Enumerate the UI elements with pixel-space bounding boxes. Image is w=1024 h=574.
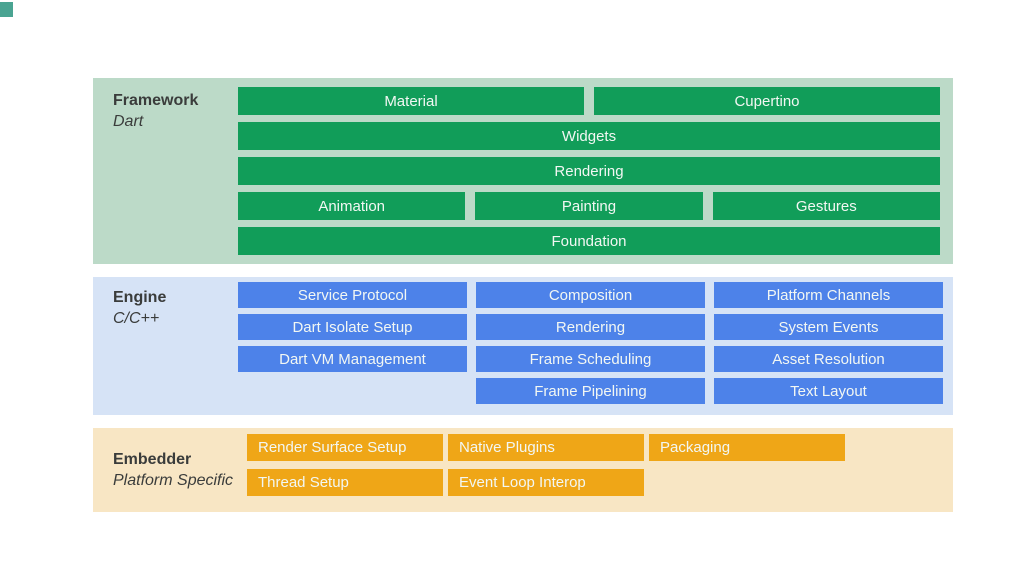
framework-row-2: Widgets	[238, 122, 940, 150]
block-dart-vm-management: Dart VM Management	[238, 346, 467, 372]
block-painting: Painting	[475, 192, 703, 220]
block-gestures: Gestures	[712, 192, 940, 220]
block-frame-pipelining: Frame Pipelining	[476, 378, 705, 404]
embedder-title: Embedder	[113, 451, 192, 468]
framework-label: Framework Dart	[113, 90, 198, 132]
block-composition: Composition	[476, 282, 705, 308]
framework-row-5: Foundation	[238, 227, 940, 255]
framework-row-4: Animation Painting Gestures	[238, 192, 940, 220]
embedder-label: Embedder Platform Specific	[113, 449, 233, 491]
embedder-blocks: Render Surface Setup Native Plugins Pack…	[247, 434, 845, 496]
engine-title: Engine	[113, 289, 167, 306]
block-render-surface-setup: Render Surface Setup	[247, 434, 443, 461]
block-cupertino: Cupertino	[594, 87, 940, 115]
embedder-subtitle: Platform Specific	[113, 472, 234, 489]
block-platform-channels: Platform Channels	[714, 282, 943, 308]
layer-framework-panel: Framework Dart Material Cupertino Widget…	[93, 78, 953, 264]
embedder-row-2: Thread Setup Event Loop Interop	[247, 469, 845, 496]
engine-label: Engine C/C++	[113, 287, 166, 329]
block-dart-isolate-setup: Dart Isolate Setup	[238, 314, 467, 340]
block-animation: Animation	[238, 192, 466, 220]
block-packaging: Packaging	[649, 434, 845, 461]
engine-blocks: Service Protocol Dart Isolate Setup Dart…	[238, 282, 943, 404]
block-native-plugins: Native Plugins	[448, 434, 644, 461]
block-rendering-engine: Rendering	[476, 314, 705, 340]
block-event-loop-interop: Event Loop Interop	[448, 469, 644, 496]
engine-subtitle: C/C++	[113, 310, 160, 327]
block-material: Material	[238, 87, 584, 115]
block-service-protocol: Service Protocol	[238, 282, 467, 308]
framework-blocks: Material Cupertino Widgets Rendering Ani…	[238, 87, 940, 255]
block-foundation: Foundation	[238, 227, 940, 255]
corner-mark	[0, 2, 13, 17]
block-system-events: System Events	[714, 314, 943, 340]
framework-subtitle: Dart	[113, 113, 144, 130]
block-asset-resolution: Asset Resolution	[714, 346, 943, 372]
block-rendering-framework: Rendering	[238, 157, 940, 185]
layer-embedder-panel: Embedder Platform Specific Render Surfac…	[93, 428, 953, 512]
embedder-row-1: Render Surface Setup Native Plugins Pack…	[247, 434, 845, 461]
block-text-layout: Text Layout	[714, 378, 943, 404]
block-thread-setup: Thread Setup	[247, 469, 443, 496]
block-frame-scheduling: Frame Scheduling	[476, 346, 705, 372]
block-widgets: Widgets	[238, 122, 940, 150]
layer-engine-panel: Engine C/C++ Service Protocol Dart Isola…	[93, 277, 953, 415]
engine-column-1: Service Protocol Dart Isolate Setup Dart…	[238, 282, 467, 404]
engine-column-3: Platform Channels System Events Asset Re…	[714, 282, 943, 404]
framework-row-3: Rendering	[238, 157, 940, 185]
framework-row-1: Material Cupertino	[238, 87, 940, 115]
engine-column-2: Composition Rendering Frame Scheduling F…	[476, 282, 705, 404]
framework-title: Framework	[113, 92, 199, 109]
